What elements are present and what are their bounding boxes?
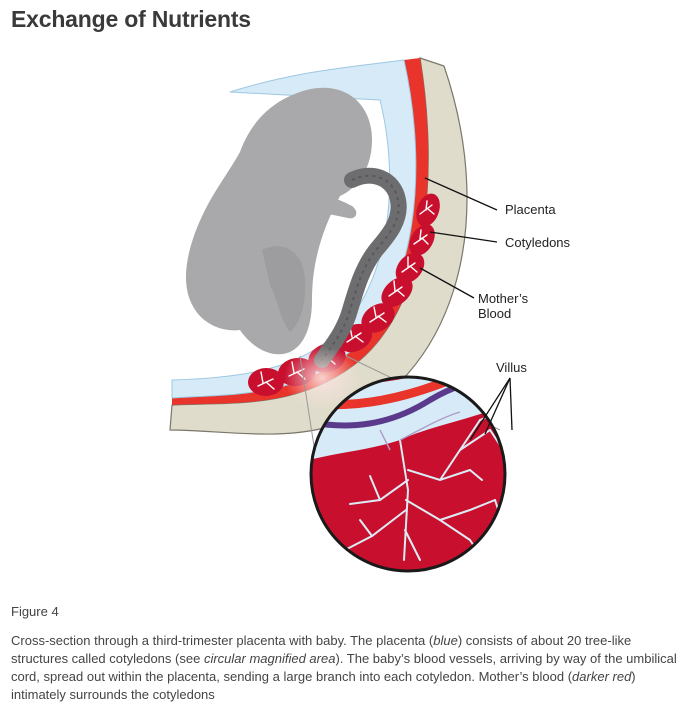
page-title: Exchange of Nutrients	[11, 6, 251, 32]
figure-caption: Cross-section through a third-trimester …	[11, 632, 679, 704]
caption-emphasis-blue: blue	[433, 633, 458, 648]
highlighted-cotyledon	[284, 346, 360, 410]
caption-part-2: ) consists of about 20 tree-like structu…	[11, 633, 632, 666]
label-placenta: Placenta	[505, 202, 556, 217]
caption-part-1: Cross-section through a third-trimester …	[11, 633, 434, 648]
baby-silhouette	[185, 87, 372, 355]
figure-number: Figure 4	[11, 604, 59, 619]
caption-emphasis-darker-red: darker red	[572, 669, 632, 684]
callout-lines	[419, 177, 513, 441]
caption-emphasis-magnified: circular magnified area	[203, 651, 336, 666]
umbilical-cord	[314, 167, 407, 368]
label-mothers-blood-line2: Blood	[478, 306, 511, 321]
placenta-figure: Placenta Cotyledons Mother’s Blood Villu…	[0, 40, 687, 600]
caption-part-3: ). The baby’s blood vessels, arriving by…	[11, 651, 677, 684]
caption-part-4: ) intimately surrounds the cotyledons	[11, 669, 636, 702]
label-cotyledons: Cotyledons	[505, 235, 571, 250]
label-villus: Villus	[496, 360, 527, 375]
label-mothers-blood-line1: Mother’s	[478, 291, 529, 306]
magnified-cotyledon	[309, 375, 507, 573]
